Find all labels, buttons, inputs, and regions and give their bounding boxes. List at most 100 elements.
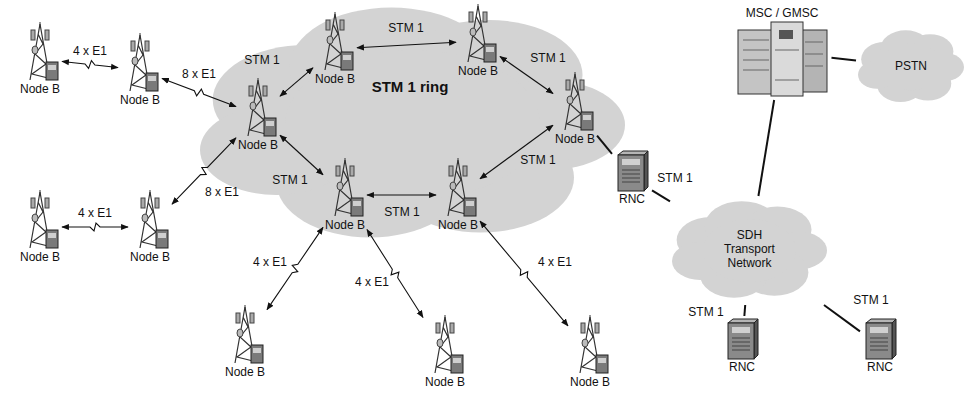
node-label: RNC — [862, 360, 898, 374]
node-label: Node B — [438, 218, 478, 232]
node-b-tower: Node B — [120, 33, 160, 107]
cabinet-slots — [622, 170, 640, 182]
node-label: Node B — [555, 132, 595, 146]
link-label: STM 1 — [851, 293, 890, 307]
node-label: RNC — [614, 192, 650, 206]
equipment-cabinet — [341, 52, 353, 70]
node-b-tower: Node B — [555, 72, 595, 146]
cloud-shape — [703, 219, 796, 282]
rnc-cabinet: RNC — [862, 318, 898, 374]
link-label: 4 x E1 — [76, 206, 114, 220]
cabinet-front — [618, 155, 644, 191]
tower-icon — [20, 22, 60, 82]
node-b-tower: Node B — [325, 158, 365, 232]
tower-mast — [40, 22, 41, 28]
antenna-panel — [336, 166, 340, 176]
equipment-cabinet — [464, 198, 476, 216]
equipment-cabinet — [46, 62, 58, 80]
link-label: 4 x E1 — [71, 44, 109, 58]
antenna-panel — [566, 80, 570, 90]
cabinet-top — [866, 319, 896, 323]
equipment-cabinet — [264, 118, 276, 136]
cabinet-side — [644, 151, 648, 191]
tower-icon — [120, 33, 160, 93]
antenna-panel — [595, 323, 599, 333]
cabinet-panel — [343, 55, 351, 60]
antenna-panel — [450, 323, 454, 333]
antenna-panel — [45, 198, 49, 208]
antenna-panel — [263, 86, 267, 96]
node-label: Node B — [425, 375, 465, 389]
microwave-dish — [337, 182, 343, 190]
link-label: STM 1 — [655, 171, 694, 185]
node-label: PSTN — [858, 59, 964, 73]
node-b-tower: Node B — [458, 4, 498, 78]
msc-icon — [735, 20, 830, 98]
link-label: 4 x E1 — [353, 275, 391, 289]
cabinet-panel — [48, 65, 56, 70]
link-label: STM 1 — [518, 153, 557, 167]
cabinet-slots — [732, 338, 750, 350]
tower-icon — [225, 305, 265, 365]
microwave-dish — [132, 57, 138, 65]
node-label: Node B — [120, 93, 160, 107]
cabinet-panel — [870, 327, 888, 333]
tower-mast — [458, 158, 459, 164]
network-cloud: PSTN — [858, 28, 964, 106]
equipment-cabinet — [146, 73, 158, 91]
node-b-tower: Node B — [425, 315, 465, 389]
antenna-panel — [469, 12, 473, 22]
radio-link — [367, 194, 436, 195]
tower-mast — [150, 190, 151, 196]
cabinet-panel — [486, 47, 494, 52]
tower-mast — [445, 315, 446, 321]
tower-mast — [140, 33, 141, 39]
node-label: MSC / GMSC — [735, 6, 830, 20]
wired-link — [832, 58, 857, 61]
antenna-panel — [249, 86, 253, 96]
tower-mast — [245, 305, 246, 311]
msc-switch: MSC / GMSC — [735, 6, 830, 98]
radio-link — [367, 230, 423, 318]
antenna-panel — [463, 166, 467, 176]
rnc-icon — [724, 318, 760, 360]
cabinet-panel — [598, 358, 606, 363]
node-label: STM 1 ring — [365, 78, 455, 96]
switch-slots — [743, 40, 823, 80]
link-label: STM 1 — [528, 51, 567, 65]
microwave-dish — [582, 339, 588, 347]
microwave-dish — [250, 102, 256, 110]
antenna-panel — [131, 41, 135, 51]
rnc-icon — [862, 318, 898, 360]
antenna-panel — [581, 323, 585, 333]
cabinet-top — [618, 151, 648, 155]
switch-display — [779, 30, 793, 39]
link-label: STM 1 — [382, 205, 421, 219]
wired-link — [652, 190, 670, 201]
tower-mast — [258, 78, 259, 84]
tower-icon — [458, 4, 498, 64]
antenna-panel — [31, 198, 35, 208]
antenna-panel — [449, 166, 453, 176]
tower-icon — [438, 158, 478, 218]
link-label: STM 1 — [270, 173, 309, 187]
cloud-shape — [285, 50, 540, 200]
antenna-panel — [436, 323, 440, 333]
equipment-cabinet — [156, 230, 168, 248]
microwave-dish — [142, 214, 148, 222]
cabinet-panel — [622, 159, 640, 165]
microwave-dish — [437, 339, 443, 347]
node-label: Node B — [225, 365, 265, 379]
link-label: STM 1 — [242, 53, 281, 67]
node-label: Node B — [20, 250, 60, 264]
node-b-tower: Node B — [238, 78, 278, 152]
antenna-panel — [580, 80, 584, 90]
cabinet-slots — [870, 338, 888, 350]
wired-link — [758, 100, 774, 196]
tower-mast — [478, 4, 479, 10]
cabinet-panel — [732, 327, 750, 333]
tower-mast — [575, 72, 576, 78]
tower-mast — [335, 12, 336, 18]
microwave-dish — [470, 28, 476, 36]
link-label: STM 1 — [686, 305, 725, 319]
